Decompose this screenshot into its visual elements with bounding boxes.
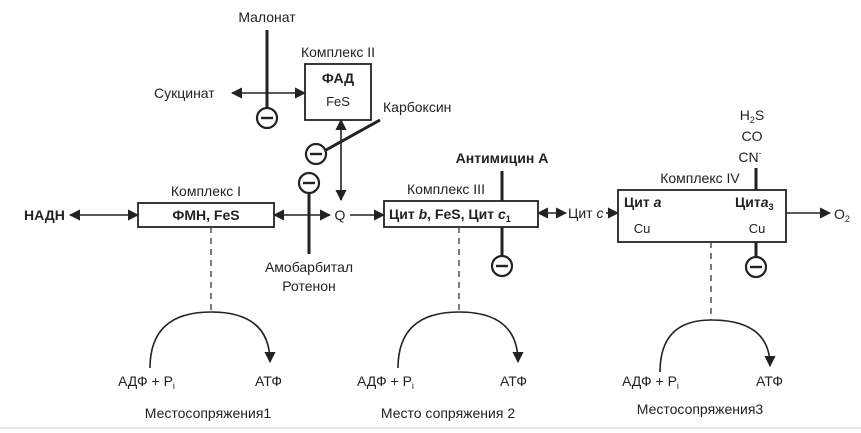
complex-2-fad: ФАД: [322, 70, 354, 86]
complex-3-box: [383, 200, 539, 228]
co-label: CO: [742, 128, 763, 144]
complex-1-box: [137, 202, 275, 228]
site-1-adp: АДФ + Рi: [118, 373, 175, 391]
complex-3-content: Цит b, FeS, Цит c1: [389, 206, 511, 224]
complex-3-title: Комплекс III: [407, 181, 485, 197]
nadh-label: НАДН: [24, 207, 65, 223]
site-2-adp: АДФ + Рi: [357, 373, 414, 391]
amobarbital-inhibit-icon: [297, 171, 321, 195]
complex-4-cyt-a: Цит a: [624, 194, 662, 210]
q-label: Q: [335, 207, 346, 223]
site-3-adp: АДФ + Рi: [622, 373, 679, 391]
site-1-atp: АТФ: [255, 373, 282, 389]
site-3-arc: [659, 319, 776, 373]
site-2-label: Место сопряжения 2: [381, 405, 515, 421]
site-2-atp: АТФ: [500, 373, 527, 389]
amobarbital-label: Амобарбитал: [265, 259, 353, 275]
complex-4-cu-left: Cu: [634, 221, 651, 236]
h2s-label: H2S: [740, 107, 764, 125]
succinate-label: Сукцинат: [154, 85, 215, 101]
site-1-arc: [149, 311, 276, 369]
carboxin-line: [325, 118, 381, 152]
site-3-atp: АТФ: [756, 373, 783, 389]
rotenone-label: Ротенон: [282, 278, 336, 294]
cn-label: CN-: [738, 148, 761, 165]
site-1-label: Местосопряжения1: [145, 405, 272, 421]
antimycin-inhibit-icon: [490, 254, 514, 278]
carboxin-inhibit-icon: [304, 142, 328, 166]
site-2-arc: [397, 311, 524, 369]
cyanide-inhibit-icon: [744, 255, 768, 279]
complex-4-box: [617, 189, 787, 243]
complex-2-title: Комплекс II: [301, 44, 375, 60]
complex-4-cu-right: Cu: [749, 221, 766, 236]
site-3-label: Местосопряжения3: [637, 401, 764, 417]
complex-1-content: ФМН, FeS: [172, 207, 239, 223]
antimycin-label: Антимицин А: [456, 150, 549, 166]
complex-2-fes: FeS: [326, 94, 350, 109]
complex-1-title: Комплекс I: [171, 183, 241, 199]
complex-2-box: [304, 63, 372, 121]
cyt-c-label: Цит c: [568, 205, 603, 221]
o2-label: O2: [834, 206, 850, 224]
complex-4-title: Комплекс IV: [660, 170, 740, 186]
malonate-label: Малонат: [238, 9, 296, 25]
complex-4-cyt-a3: Цитa3: [735, 194, 774, 212]
carboxin-label: Карбоксин: [383, 99, 451, 115]
malonate-inhibit-icon: [255, 106, 279, 130]
